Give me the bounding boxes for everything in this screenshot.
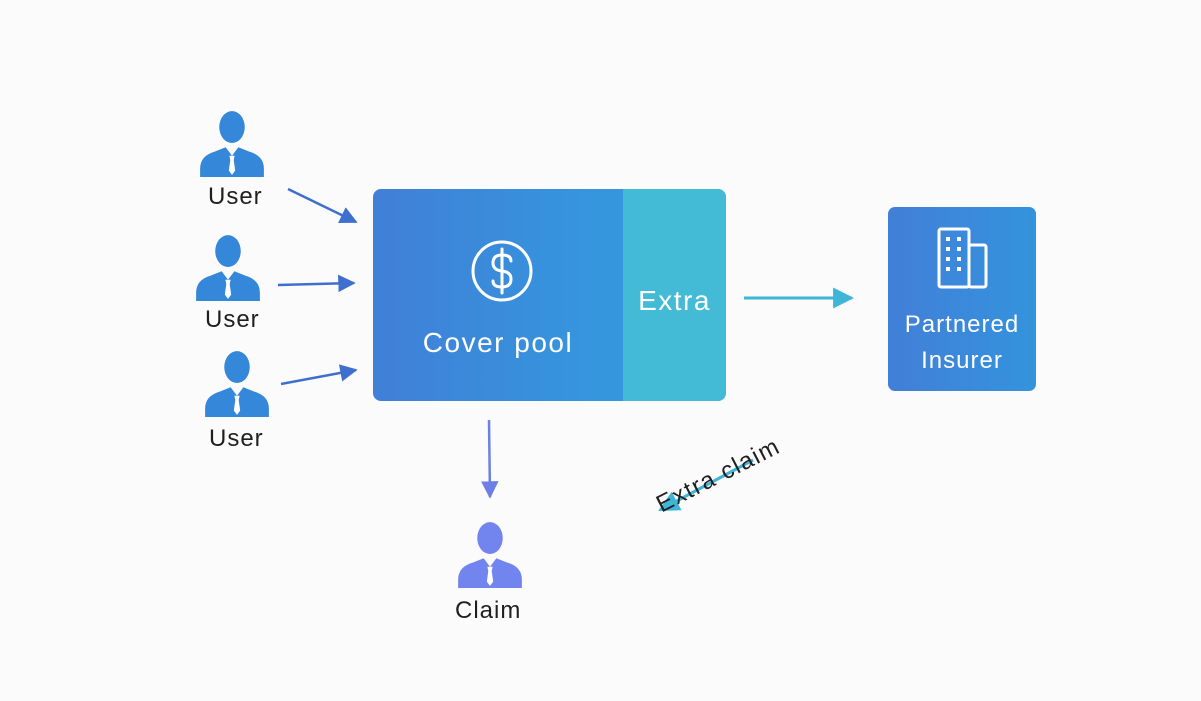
user-icon — [194, 233, 262, 301]
extra-claim-arrow — [658, 458, 754, 512]
insurer-label-line1: Partnered — [904, 311, 1020, 338]
user-icon — [203, 349, 271, 417]
extra-label: Extra — [638, 285, 711, 316]
extra-section: Extra — [623, 189, 726, 401]
insurer-label: Partnered Insurer — [888, 307, 1036, 379]
user-to-pool-arrow-2 — [277, 274, 356, 293]
user-label: User — [205, 306, 260, 333]
partnered-insurer-box: Partnered Insurer — [888, 207, 1036, 391]
building-icon — [937, 227, 988, 289]
claim-user-icon — [456, 520, 524, 588]
cover-pool-label: Cover pool — [422, 327, 574, 358]
insurer-label-line2: Insurer — [921, 347, 1003, 374]
dollar-circle-icon — [471, 240, 533, 302]
claim-label: Claim — [455, 597, 522, 624]
user-icon — [198, 109, 266, 177]
user-label: User — [208, 183, 263, 210]
cover-pool-box: Cover pool Extra — [373, 189, 726, 401]
user-to-pool-arrow-1 — [287, 187, 358, 224]
pool-to-claim-arrow — [481, 419, 499, 499]
user-label: User — [209, 425, 264, 452]
user-to-pool-arrow-3 — [280, 364, 358, 386]
